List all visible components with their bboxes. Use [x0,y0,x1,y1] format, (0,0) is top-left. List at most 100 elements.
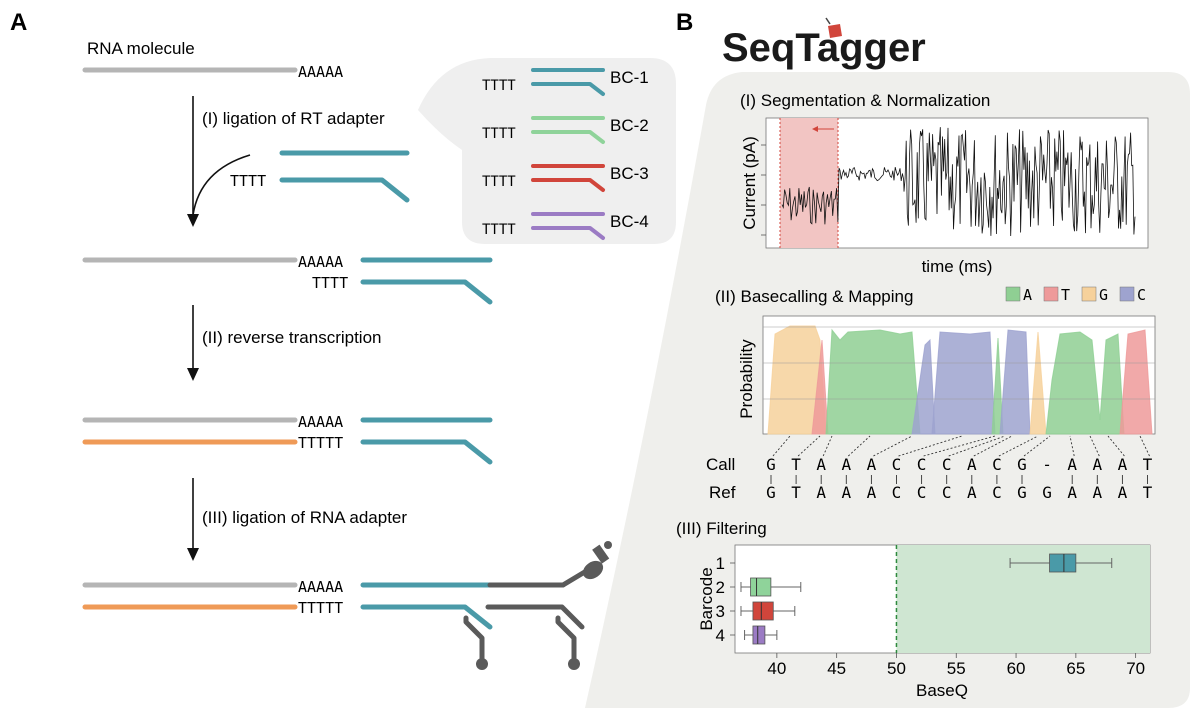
bc4-label: BC-4 [610,212,649,231]
rt-adapter-polyt: TTTT [230,172,266,190]
bc1-label: BC-1 [610,68,649,87]
step3-label: (III) ligation of RNA adapter [202,508,407,527]
bc3-polyt: TTTT [482,174,516,190]
call-base: A [967,455,977,474]
final-adapter-bottom [360,604,493,630]
segmentation-title: (I) Segmentation & Normalization [740,91,990,110]
map-line [797,435,821,457]
map-line [847,435,871,457]
ref-base: C [992,483,1002,502]
rna-molecule-label: RNA molecule [87,39,195,58]
map-line [1107,435,1125,457]
polya-tail: AAAAA [298,63,343,81]
bc3-label: BC-3 [610,164,649,183]
seqtagger-logo: SeqTagger [722,26,926,70]
call-base: T [791,455,801,474]
panel-a-label: A [10,9,27,36]
base-legend: A T G C [1005,286,1146,304]
basecalling-title: (II) Basecalling & Mapping [715,287,913,306]
logo-tag-icon [825,17,842,38]
box [752,601,774,621]
boxplots [740,553,1113,645]
map-line [1069,435,1075,457]
call-base: G [766,455,776,474]
segmentation-ylabel: Current (pA) [740,136,759,230]
step2-label: (II) reverse transcription [202,328,382,347]
barcode-tick-label: 3 [716,602,725,621]
baseq-tick-label: 60 [1007,659,1026,678]
call-row-label: Call [706,455,735,474]
boxplot-barcode-2 [740,577,802,597]
boxplot-barcode-4 [744,625,778,645]
filtering-xlabel: BaseQ [916,681,968,700]
segmentation-xlabel: time (ms) [922,257,993,276]
ref-base: C [892,483,902,502]
step2-arrow-head [187,368,199,381]
call-base: C [942,455,952,474]
map-line [898,435,963,457]
ref-base: A [816,483,826,502]
ref-row-label: Ref [709,483,736,502]
adapter-segment-shade [780,118,838,248]
curved-arrow [192,154,251,216]
rt-adapter-bottom-2 [360,439,493,465]
basecalling-gridlines [763,326,1155,400]
filtering-title: (III) Filtering [676,519,767,538]
box [752,625,766,645]
bc1-polyt: TTTT [482,78,516,94]
legend-g-swatch [1081,286,1097,302]
ref-base: A [1092,483,1102,502]
legend-t-label: T [1061,286,1070,304]
legend-a-swatch [1005,286,1021,302]
baseq-tick-label: 45 [827,659,846,678]
probability-area [811,339,829,435]
boxplot-barcode-3 [740,601,796,621]
filtering-ylabel: Barcode [697,567,716,630]
baseq-tick-label: 40 [767,659,786,678]
call-base: A [1067,455,1077,474]
motor-protein-icon [582,541,612,580]
ref-base: G [1042,483,1052,502]
barcode-tick-label: 1 [716,554,725,573]
ref-base: G [766,483,776,502]
barcode-bc3: TTTT BC-3 [482,164,649,192]
map-line [998,435,1039,457]
ref-base: A [1067,483,1077,502]
barcode-tick-label: 4 [716,626,725,645]
call-base: T [1143,455,1153,474]
legend-c-label: C [1137,286,1146,304]
ligated-polya: AAAAA [298,253,343,271]
ref-base: A [1118,483,1128,502]
segment-arrow-head-icon [812,126,818,132]
bc2-label: BC-2 [610,116,649,135]
call-base: C [917,455,927,474]
segmentation-ticks [761,144,766,236]
call-base: C [892,455,902,474]
map-line [973,435,1013,457]
call-base: A [1118,455,1128,474]
barcode-bc2: TTTT BC-2 [482,116,649,144]
step1-label: (I) ligation of RT adapter [202,109,385,128]
baseq-tick-label: 55 [947,659,966,678]
call-base: A [867,455,877,474]
ref-base: A [967,483,977,502]
probability-area [1029,331,1047,435]
barcode-bc1: TTTT BC-1 [482,68,649,96]
ligated-adapter-bottom [360,279,493,305]
final-polyt: TTTTT [298,599,343,617]
step3-arrow-head [187,548,199,561]
legend-g-label: G [1099,286,1108,304]
rt-adapter-bottom [279,177,410,203]
rt-polyt: TTTTT [298,434,343,452]
probability-area [999,329,1031,435]
map-line [772,435,791,457]
barcode-bc4: TTTT BC-4 [482,212,649,240]
probability-area [1119,329,1153,435]
box [1049,553,1077,573]
ref-base: A [867,483,877,502]
legend-c-swatch [1119,286,1135,302]
